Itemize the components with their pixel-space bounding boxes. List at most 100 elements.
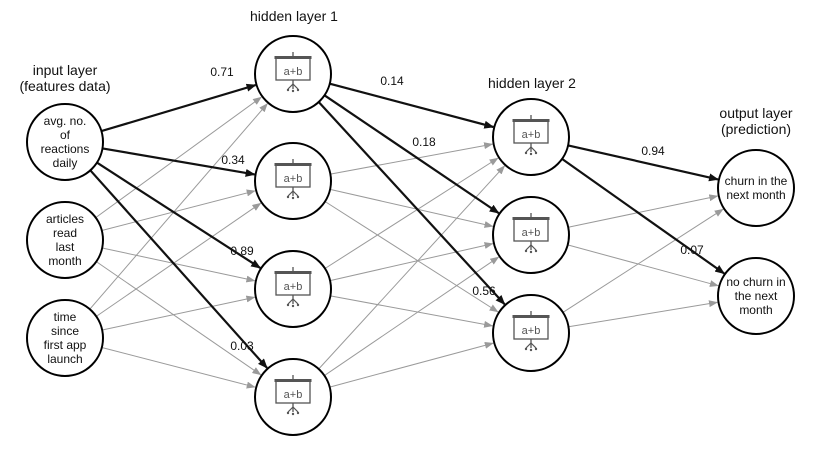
connections-normal <box>89 96 724 389</box>
output-node-label-line: the next <box>735 289 778 303</box>
weight-label: 0.07 <box>680 243 704 257</box>
board-foot <box>291 196 295 200</box>
connection-highlighted <box>561 158 726 275</box>
weight-label: 0.03 <box>230 339 254 353</box>
board-leg <box>525 146 532 153</box>
layer-title-line: (features data) <box>19 78 110 94</box>
board-foot <box>524 347 528 351</box>
weight-label: 0.71 <box>210 65 234 79</box>
weight-label: 0.94 <box>641 144 665 158</box>
layer-title-line: hidden layer 1 <box>250 8 338 24</box>
board-top-bar <box>274 271 312 274</box>
input-node <box>26 299 104 377</box>
board-leg <box>525 342 532 349</box>
layer-title-line: input layer <box>33 62 98 78</box>
board-foot <box>529 250 533 254</box>
board-leg <box>292 406 299 413</box>
formula-icon: a+b <box>274 159 312 200</box>
connection <box>329 242 494 282</box>
board-foot <box>534 151 538 155</box>
board-leg <box>292 83 299 90</box>
board-top-bar <box>274 163 312 166</box>
connection <box>324 201 499 313</box>
connection <box>95 96 262 219</box>
connection <box>101 347 256 389</box>
board-leg <box>287 298 294 305</box>
connection <box>318 165 506 370</box>
input-node-label-line: launch <box>47 352 82 366</box>
input-node <box>26 103 104 181</box>
output-node-label-line: no churn in <box>726 275 785 289</box>
connection <box>96 261 262 376</box>
layer-title-hidden1: hidden layer 1 <box>250 8 338 24</box>
connection <box>102 295 256 331</box>
board-foot <box>296 411 300 415</box>
board-foot <box>524 249 528 253</box>
formula-icon: a+b <box>274 375 312 416</box>
input-node-label-line: time <box>54 310 77 324</box>
input-node-label-line: read <box>53 226 77 240</box>
connection <box>101 189 256 231</box>
formula-icon: a+b <box>512 213 550 254</box>
connection <box>330 142 494 175</box>
formula-icon: a+b <box>274 52 312 93</box>
input-node-label-line: daily <box>53 156 78 170</box>
layer-title-line: hidden layer 2 <box>488 75 576 91</box>
connection <box>567 244 719 287</box>
connection <box>568 194 719 228</box>
board-foot <box>524 151 528 155</box>
weight-label: 0.56 <box>472 284 496 298</box>
formula-icon: a+b <box>512 115 550 156</box>
input-node-label-line: articles <box>46 212 84 226</box>
board-leg <box>287 83 294 90</box>
connection <box>324 157 499 269</box>
board-foot <box>286 411 290 415</box>
layer-title-line: (prediction) <box>721 121 791 137</box>
connection-highlighted <box>89 169 268 369</box>
connection <box>329 188 494 228</box>
board-foot <box>291 304 295 308</box>
board-foot <box>291 412 295 416</box>
formula-text: a+b <box>284 173 303 185</box>
output-node-label-line: next month <box>726 188 785 202</box>
input-node-label-line: since <box>51 324 79 338</box>
board-leg <box>287 406 294 413</box>
connection <box>568 300 718 328</box>
output-node-label-line: churn in the <box>725 174 788 188</box>
layer-title-hidden2: hidden layer 2 <box>488 75 576 91</box>
board-foot <box>534 249 538 253</box>
connection <box>324 256 500 377</box>
board-leg <box>525 244 532 251</box>
board-leg <box>292 190 299 197</box>
board-foot <box>296 303 300 307</box>
weight-label: 0.14 <box>380 74 404 88</box>
board-foot <box>296 195 300 199</box>
board-top-bar <box>512 315 550 318</box>
board-top-bar <box>512 119 550 122</box>
weight-label: 0.18 <box>412 135 436 149</box>
output-node <box>717 149 795 227</box>
board-top-bar <box>274 379 312 382</box>
board-leg <box>530 244 537 251</box>
weight-label: 0.34 <box>221 153 245 167</box>
input-node-label-line: avg. no. <box>44 114 87 128</box>
output-node <box>717 257 795 335</box>
connection <box>102 247 256 283</box>
connections-highlighted <box>89 82 726 369</box>
board-foot <box>286 88 290 92</box>
board-leg <box>292 298 299 305</box>
connection <box>562 208 724 313</box>
formula-text: a+b <box>284 281 303 293</box>
formula-text: a+b <box>522 129 541 141</box>
input-node <box>26 201 104 279</box>
input-node-label-line: month <box>48 254 81 268</box>
board-foot <box>291 89 295 93</box>
formula-icon: a+b <box>274 267 312 308</box>
board-foot <box>286 303 290 307</box>
layer-title-line: output layer <box>719 105 792 121</box>
